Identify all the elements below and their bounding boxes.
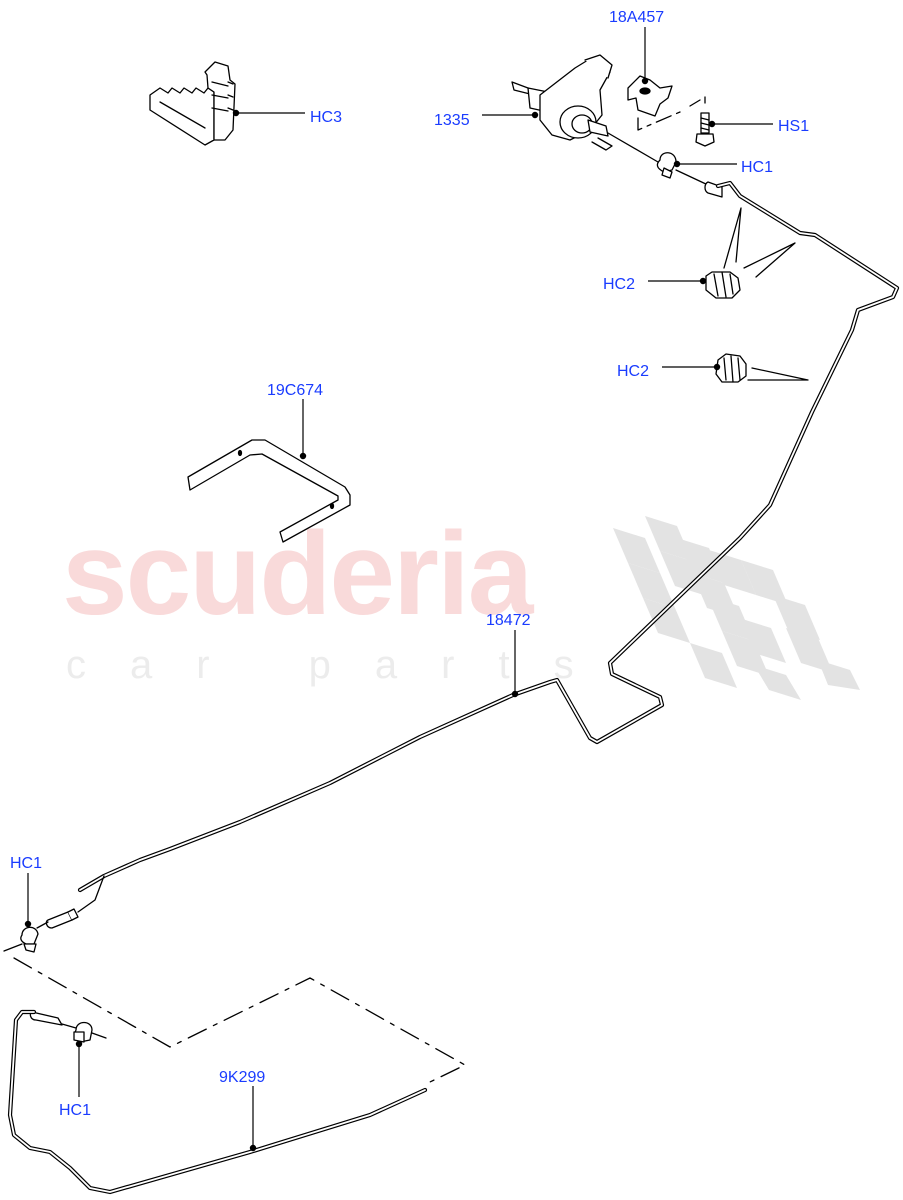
- hc3-clip-part: [149, 61, 236, 146]
- leader-lines: [24, 27, 773, 1152]
- hc1-top-clip-part: [656, 152, 677, 179]
- dashed-guide: [637, 99, 701, 131]
- 18a457-bracket-part: [627, 75, 673, 117]
- pipe-stub: [77, 875, 105, 913]
- callout-hs1[interactable]: HS1: [778, 118, 810, 135]
- 1335-pump-part: [511, 54, 613, 151]
- watermark-brand: scuderia: [62, 508, 533, 640]
- pipe-stub: [607, 132, 659, 163]
- callout-hc1-bottom[interactable]: HC1: [59, 1102, 92, 1119]
- callout-19c674[interactable]: 19C674: [267, 382, 324, 399]
- 19c674-bracket-part: [187, 439, 351, 543]
- hc1-bottom-clip-part: [73, 1021, 93, 1043]
- callout-hc3[interactable]: HC3: [310, 109, 343, 126]
- pipe-stub: [61, 1023, 107, 1039]
- checkered-flag-watermark: [613, 516, 860, 700]
- callout-hc2-lower[interactable]: HC2: [617, 363, 650, 380]
- callout-9k299[interactable]: 9K299: [219, 1069, 266, 1086]
- callout-hc2-upper[interactable]: HC2: [603, 276, 636, 293]
- 9k299-pipe-part: [7, 1009, 428, 1195]
- hc1-left-clip-part: [20, 926, 39, 953]
- 18472-pipe-part: [77, 180, 900, 893]
- pipe-stub: [675, 169, 709, 186]
- callout-hc1-top[interactable]: HC1: [741, 159, 774, 176]
- callout-hc1-left[interactable]: HC1: [10, 855, 43, 872]
- clip-location-arrows: [723, 207, 809, 381]
- callout-1335[interactable]: 1335: [434, 112, 470, 129]
- dashed-alignment-lines: [3, 943, 466, 1083]
- pipe-connector-bottom: [29, 1011, 63, 1026]
- callout-18472[interactable]: 18472: [486, 612, 531, 629]
- pipe-connector-left: [45, 908, 79, 929]
- hs1-bolt-part: [695, 112, 715, 147]
- watermark-tagline: car parts: [66, 643, 618, 687]
- pipe-stub: [36, 921, 49, 929]
- hc2-lower-clip-part: [715, 353, 747, 383]
- callout-18a457[interactable]: 18A457: [609, 9, 665, 26]
- hc2-upper-clip-part: [705, 271, 741, 299]
